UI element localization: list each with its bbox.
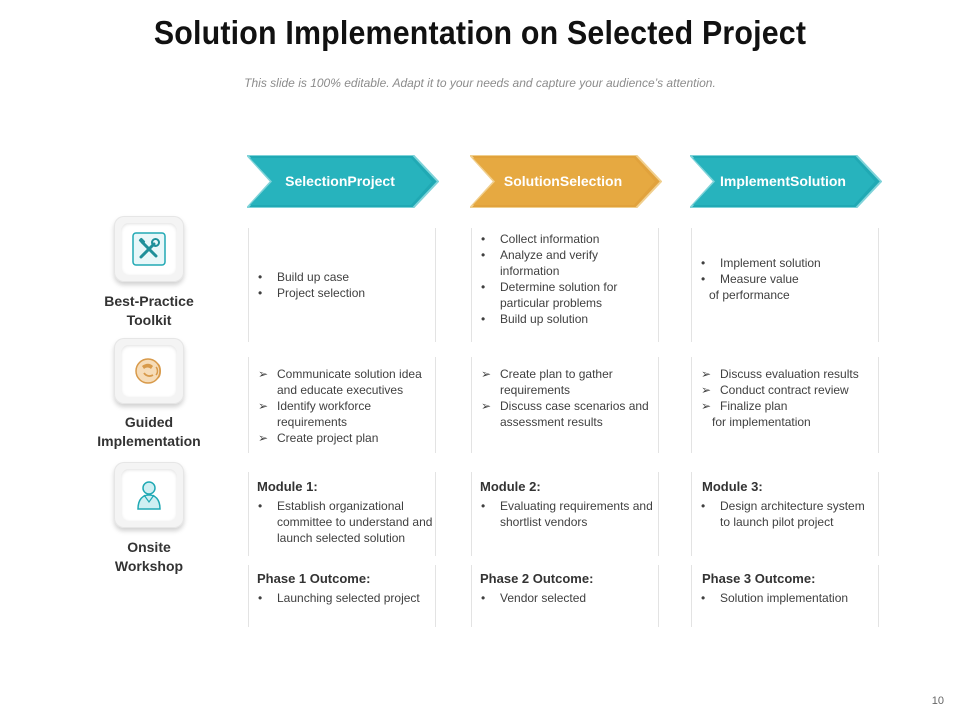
cell-implement-guided: ➢Discuss evaluation results ➢Conduct con… <box>691 357 879 453</box>
row-label-line-1: Best-Practice <box>104 293 194 309</box>
list-item-text: Finalize plan <box>720 399 788 413</box>
cell-module-2: Module 2: •Evaluating requirements and s… <box>471 472 659 556</box>
list-item: ➢Communicate solution idea and educate e… <box>258 367 422 397</box>
column-header-solution-selection: Solution Selection <box>470 155 662 208</box>
row-label-line-1: Guided <box>124 414 174 430</box>
column-header-label: Solution Selection <box>470 155 662 208</box>
list-item: ➢Finalize plan <box>701 399 788 413</box>
list-item-text: Create project plan <box>277 431 379 445</box>
chevron-shape <box>470 155 662 208</box>
module-title: Module 1: <box>257 479 318 494</box>
list-item-text: Build up case <box>277 270 350 284</box>
list-item: •Collect information <box>481 232 600 246</box>
list-item: •Implement solution <box>701 256 821 270</box>
list-item: •Design architecture system to launch pi… <box>701 499 865 529</box>
list-item: ➢Create plan to gather requirements <box>481 367 613 397</box>
list-item-continuation: for implementation <box>712 415 811 429</box>
list-item-text: Build up solution <box>500 312 589 326</box>
list-item: •Project selection <box>258 286 366 300</box>
list-item: •Evaluating requirements and shortlist v… <box>481 499 653 529</box>
list-item: •Analyze and verify information <box>481 248 599 278</box>
list-item-text: Communicate solution idea and educate ex… <box>277 367 422 397</box>
person-icon <box>137 481 161 510</box>
outcome-title: Phase 1 Outcome: <box>257 571 371 586</box>
chevron-shape <box>247 155 439 208</box>
list-item: •Launching selected project <box>258 591 420 605</box>
list-item-text: Discuss case scenarios and assessment re… <box>500 399 649 429</box>
header-line-2: Project <box>347 173 395 189</box>
module-title: Module 3: <box>702 479 763 494</box>
list-item-text: Analyze and verify information <box>500 248 599 278</box>
workshop-icon-tile <box>114 462 184 528</box>
list-item: •Build up case <box>258 270 350 284</box>
cell-phase-1-outcome: Phase 1 Outcome: •Launching selected pro… <box>248 565 436 627</box>
list-item-text: Establish organizational committee to un… <box>277 499 433 545</box>
header-line-1: Implement <box>719 173 790 189</box>
cell-selection-toolkit: •Build up case •Project selection <box>248 228 436 342</box>
list-item-text: Vendor selected <box>500 591 587 605</box>
list-item-text: Implement solution <box>720 256 821 270</box>
cell-phase-2-outcome: Phase 2 Outcome: •Vendor selected <box>471 565 659 627</box>
list-item-text: Launching selected project <box>277 591 420 605</box>
headset-icon <box>135 358 161 384</box>
cell-phase-3-outcome: Phase 3 Outcome: •Solution implementatio… <box>691 565 879 627</box>
slide-subtitle: This slide is 100% editable. Adapt it to… <box>244 76 716 90</box>
row-label-guided-implementation: Guided Implementation <box>84 413 214 451</box>
outcome-title: Phase 2 Outcome: <box>480 571 594 586</box>
list-item: ➢Discuss case scenarios and assessment r… <box>481 399 649 429</box>
row-label-line-2: Toolkit <box>126 312 172 328</box>
list-item: •Vendor selected <box>481 591 587 605</box>
chevron-shape <box>690 155 882 208</box>
header-line-2: Selection <box>559 173 623 189</box>
column-header-label: Selection Project <box>247 155 439 208</box>
page-number: 10 <box>931 695 944 707</box>
list-item-text: Evaluating requirements and shortlist ve… <box>500 499 653 529</box>
cell-module-3: Module 3: •Design architecture system to… <box>691 472 879 556</box>
list-item-continuation: of performance <box>709 288 790 302</box>
list-item: •Build up solution <box>481 312 589 326</box>
tools-icon <box>132 232 166 266</box>
list-item-text: Determine solution for particular proble… <box>500 280 618 310</box>
list-item-text: Discuss evaluation results <box>720 367 859 381</box>
list-item-text: Solution implementation <box>720 591 849 605</box>
list-item-text: Conduct contract review <box>720 383 849 397</box>
toolkit-icon-tile <box>114 216 184 282</box>
column-header-selection-project: Selection Project <box>247 155 439 208</box>
list-item-text: Identify workforce requirements <box>277 399 372 429</box>
guided-icon-tile <box>114 338 184 404</box>
cell-solution-guided: ➢Create plan to gather requirements ➢Dis… <box>471 357 659 453</box>
cell-solution-toolkit: •Collect information •Analyze and verify… <box>471 228 659 342</box>
cell-module-1: Module 1: •Establish organizational comm… <box>248 472 436 556</box>
list-item: •Determine solution for particular probl… <box>481 280 618 310</box>
column-header-implement-solution: Implement Solution <box>690 155 882 208</box>
outcome-title: Phase 3 Outcome: <box>702 571 816 586</box>
list-item: •Establish organizational committee to u… <box>258 499 433 545</box>
list-item: ➢Create project plan <box>258 431 379 445</box>
cell-selection-guided: ➢Communicate solution idea and educate e… <box>248 357 436 453</box>
header-line-1: Selection <box>285 173 348 189</box>
list-item-text: Collect information <box>500 232 600 246</box>
row-label-onsite-workshop: Onsite Workshop <box>84 538 214 576</box>
slide-title: Solution Implementation on Selected Proj… <box>153 14 807 51</box>
row-label-line-2: Workshop <box>114 558 184 574</box>
list-item-text: Measure value <box>720 272 799 286</box>
cell-implement-toolkit: •Implement solution •Measure value of pe… <box>691 228 879 342</box>
row-label-best-practice-toolkit: Best-Practice Toolkit <box>84 292 214 330</box>
row-label-line-1: Onsite <box>127 539 171 555</box>
list-item-text: Design architecture system to launch pil… <box>720 499 865 529</box>
list-item: ➢Discuss evaluation results <box>701 367 859 381</box>
list-item: ➢Identify workforce requirements <box>258 399 372 429</box>
list-item-text: Project selection <box>277 286 366 300</box>
column-header-label: Implement Solution <box>690 155 882 208</box>
list-item: ➢Conduct contract review <box>701 383 849 397</box>
header-line-2: Solution <box>790 173 846 189</box>
module-title: Module 2: <box>480 479 541 494</box>
list-item: •Measure value <box>701 272 799 286</box>
row-label-line-2: Implementation <box>97 433 201 449</box>
list-item-text: Create plan to gather requirements <box>500 367 613 397</box>
header-line-1: Solution <box>503 173 560 189</box>
list-item: •Solution implementation <box>701 591 849 605</box>
